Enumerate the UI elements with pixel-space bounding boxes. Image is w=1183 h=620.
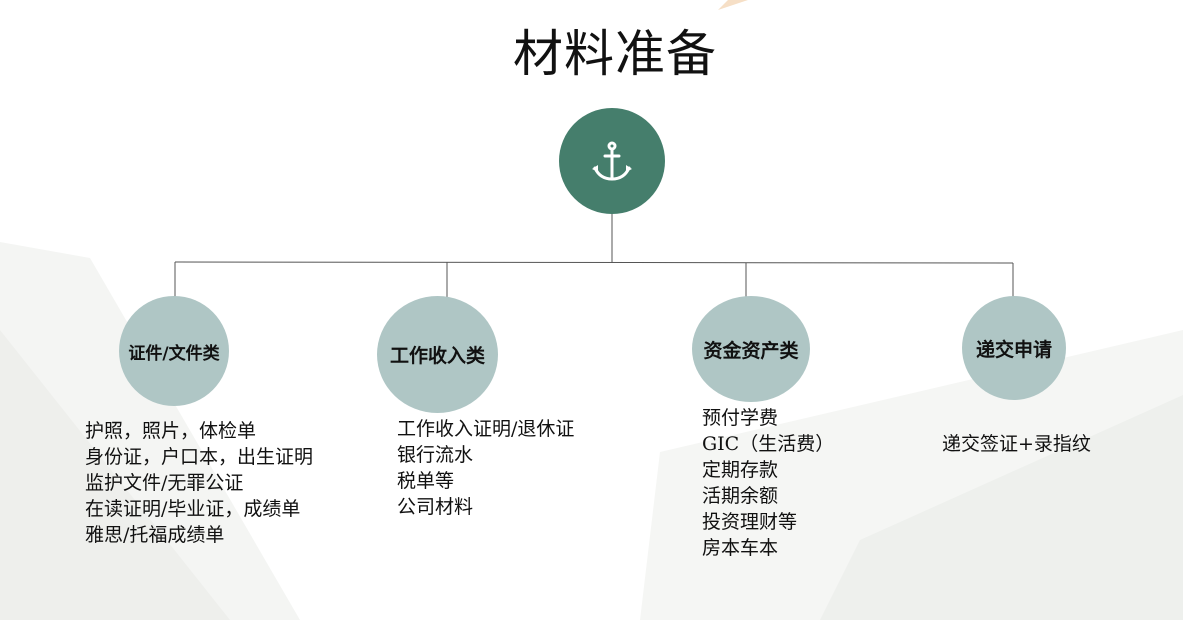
list-item: 雅思/托福成绩单 (85, 524, 225, 546)
category-label: 递交申请 (975, 338, 1052, 361)
submit-list: 递交签证+录指纹 (942, 431, 1091, 457)
list-item: 工作收入证明/退休证 (397, 418, 575, 440)
page-title: 材料准备 (513, 25, 717, 83)
list-item: 递交签证+录指纹 (942, 433, 1091, 455)
category-documents: 证件/文件类 (119, 296, 229, 406)
list-item: 活期余额 (702, 485, 779, 507)
list-item: 税单等 (397, 470, 455, 492)
list-item: 银行流水 (397, 444, 474, 466)
list-item: 在读证明/毕业证，成绩单 (85, 498, 301, 520)
documents-list: 护照，照片，体检单 身份证，户口本，出生证明 监护文件/无罪公证 在读证明/毕业… (85, 418, 313, 548)
list-item: 投资理财等 (702, 511, 798, 533)
category-income: 工作收入类 (377, 296, 498, 413)
category-submit: 递交申请 (962, 296, 1066, 400)
root-node (559, 108, 665, 214)
list-item: 定期存款 (702, 459, 779, 481)
list-item: 护照，照片，体检单 (85, 420, 257, 442)
anchor-icon (592, 141, 632, 181)
income-list: 工作收入证明/退休证 银行流水 税单等 公司材料 (397, 416, 574, 520)
list-item: 身份证，户口本，出生证明 (85, 446, 314, 468)
category-assets: 资金资产类 (692, 296, 810, 402)
list-item: GIC（生活费） (702, 433, 835, 455)
assets-list: 预付学费 GIC（生活费） 定期存款 活期余额 投资理财等 房本车本 (702, 405, 834, 561)
category-label: 工作收入类 (389, 345, 485, 367)
category-label: 证件/文件类 (128, 343, 220, 364)
list-item: 房本车本 (702, 537, 779, 559)
list-item: 公司材料 (397, 496, 474, 518)
list-item: 监护文件/无罪公证 (85, 472, 244, 494)
list-item: 预付学费 (702, 407, 779, 429)
category-label: 资金资产类 (703, 339, 799, 362)
